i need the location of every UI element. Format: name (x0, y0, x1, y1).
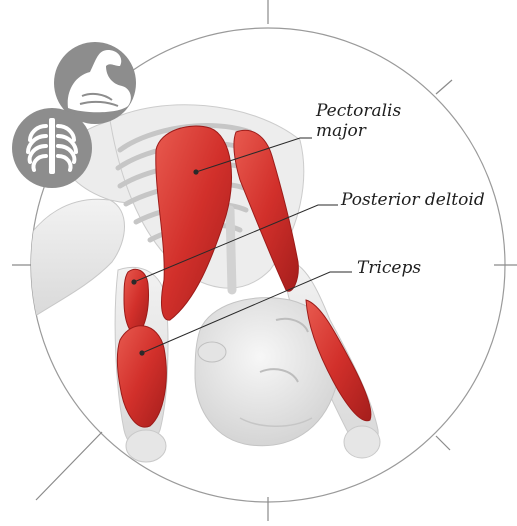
pectoralis-major-label: Pectoralis major (316, 101, 401, 141)
triceps-label: Triceps (357, 258, 421, 278)
ribcage-icon (12, 108, 92, 188)
posterior-deltoid-label: Posterior deltoid (341, 190, 485, 210)
pectoralis-label-line2: major (316, 121, 401, 141)
pectoralis-label-line1: Pectoralis (316, 101, 401, 121)
